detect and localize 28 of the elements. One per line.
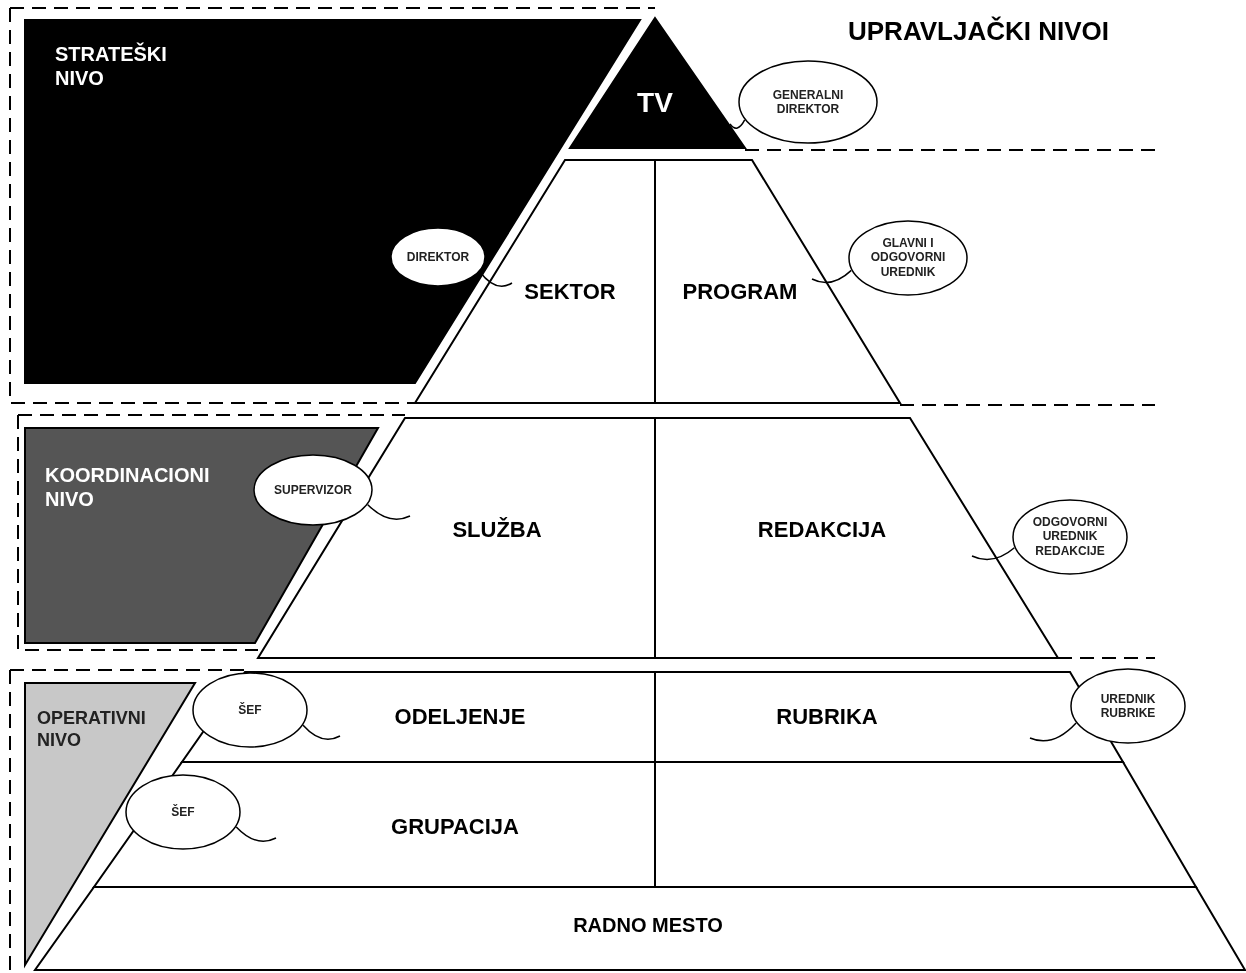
callout-text: ŠEF [237, 702, 263, 718]
callout-tail [1029, 722, 1077, 742]
segment-label: SLUŽBA [452, 516, 542, 544]
segment-label: ODELJENJE [394, 703, 526, 731]
segment-label: GRUPACIJA [391, 813, 519, 841]
level-label: KOORDINACIONI NIVO [45, 463, 211, 511]
callout-text: UREDNIK RUBRIKE [1099, 691, 1157, 721]
callout-tail [971, 547, 1016, 561]
callout-tail [367, 503, 411, 520]
callout-tail [811, 269, 853, 284]
callout-text: ŠEF [170, 804, 196, 820]
callout-tail [302, 724, 341, 740]
segment-label: PROGRAM [682, 278, 798, 306]
segment-label: RADNO MESTO [573, 913, 723, 937]
segment-label: TV [637, 86, 673, 120]
callout-text: ODGOVORNI UREDNIK REDAKCIJE [1031, 515, 1109, 559]
callout-text: GENERALNI DIREKTOR [771, 87, 845, 117]
segment-label: REDAKCIJA [757, 516, 887, 544]
level-label: STRATEŠKI NIVO [55, 42, 168, 90]
callout-text: DIREKTOR [405, 249, 471, 265]
callout-tail [235, 826, 277, 842]
level-label: OPERATIVNI NIVO [37, 708, 147, 752]
callout-tail [729, 119, 746, 129]
callout-text: GLAVNI I ODGOVORNI UREDNIK [869, 236, 947, 280]
callout-text: SUPERVIZOR [273, 482, 353, 498]
segment-label: RUBRIKA [776, 703, 878, 731]
segment-label: SEKTOR [524, 278, 616, 306]
title: UPRAVLJAČKI NIVOI [848, 16, 1109, 48]
